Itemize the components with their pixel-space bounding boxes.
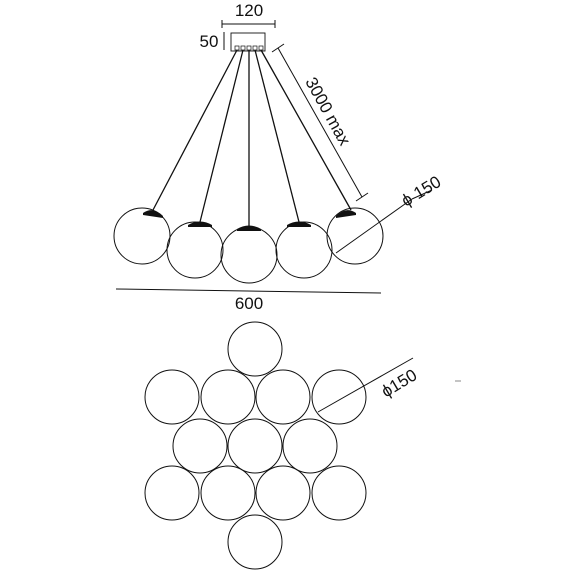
top-globe-9: [144, 465, 200, 521]
top-globe-8: [282, 418, 338, 474]
side-globe-3: [220, 226, 278, 284]
top-globe-3: [200, 369, 256, 425]
canopy: [230, 32, 266, 52]
top-globe-11: [255, 465, 311, 521]
side-globe-5: [326, 207, 384, 265]
side-diameter-leader: [335, 198, 413, 254]
top-diameter-leader: [317, 357, 414, 413]
lamp-cap-5: [336, 210, 356, 218]
top-globe-1: [227, 321, 283, 377]
top-globe-diameter-label: ϕ150: [378, 365, 420, 401]
side-globe-4: [275, 221, 333, 279]
top-globe-5: [311, 369, 367, 425]
cable-length-tick-top: [271, 43, 285, 53]
top-view: [144, 321, 414, 570]
top-globe-6: [172, 418, 228, 474]
cable-2: [199, 49, 244, 223]
lamp-cap-1: [143, 210, 163, 218]
cable-connectors: [234, 45, 264, 51]
cable-5: [260, 49, 352, 211]
lamp-cap-4: [287, 221, 311, 227]
top-globe-10: [200, 465, 256, 521]
cable-length-dimension-line: [277, 47, 363, 198]
cable-length-tick-bottom: [355, 192, 369, 202]
top-globe-12: [311, 465, 367, 521]
top-globe-2: [144, 369, 200, 425]
canopy-height-label: 50: [200, 32, 219, 51]
cable-1: [152, 49, 238, 211]
top-globe-4: [255, 369, 311, 425]
top-globe-13: [227, 514, 283, 570]
top-globe-7: [227, 418, 283, 474]
cable-length-label: 3000 max: [301, 74, 354, 149]
lamp-caps: [143, 210, 356, 231]
side-globe-2: [166, 221, 224, 279]
side-diameter-leader-tail: [411, 189, 433, 200]
side-globe-diameter-label: ϕ 150: [398, 172, 444, 210]
side-globe-1: [113, 207, 171, 265]
overall-width-line: [115, 288, 382, 294]
side-view: [113, 20, 433, 294]
cable-4: [254, 49, 300, 223]
lamp-cap-3: [237, 225, 261, 231]
lamp-cap-2: [188, 221, 212, 227]
canopy-width-label: 120: [235, 1, 263, 20]
overall-width-label: 600: [235, 294, 263, 313]
